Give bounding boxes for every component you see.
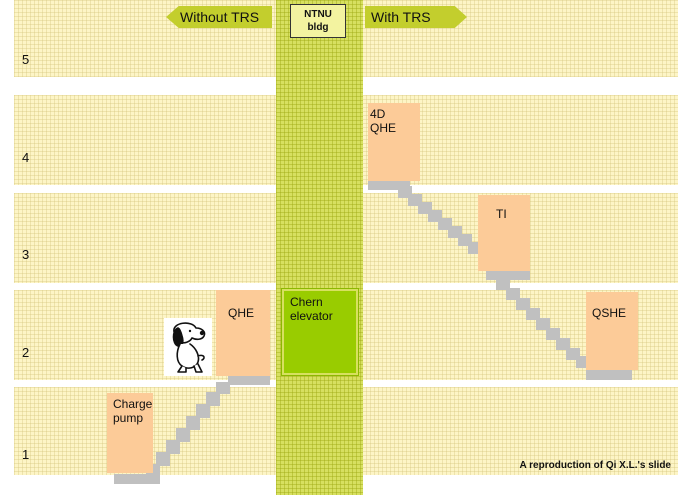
ti-box: TI — [478, 195, 530, 271]
without-trs-arrow: Without TRS — [166, 6, 272, 28]
qhe-label: QHE — [228, 306, 255, 320]
floor-number-5: 5 — [22, 52, 30, 67]
charge-pump-box: Charge pump — [107, 393, 153, 473]
snoopy-icon — [164, 318, 212, 376]
floor-number-4: 4 — [22, 150, 30, 165]
chern-elevator-box: Chern elevator — [281, 288, 359, 376]
floor-number-1: 1 — [22, 447, 30, 462]
with-trs-label: With TRS — [371, 9, 431, 25]
qhe-box: QHE — [216, 290, 270, 376]
with-trs-arrow: With TRS — [365, 6, 467, 28]
qhe-4d-label: 4D QHE — [370, 107, 397, 135]
qshe-label: QSHE — [592, 306, 627, 320]
building-label: NTNU bldg — [290, 4, 346, 38]
charge-pump-line2: pump — [113, 411, 144, 425]
floor-number-3: 3 — [22, 247, 30, 262]
qshe-box: QSHE — [586, 292, 638, 370]
qhe-4d-box: 4D QHE — [368, 103, 420, 181]
floor-number-2: 2 — [22, 345, 30, 360]
ti-label: TI — [496, 207, 507, 221]
building-column — [276, 0, 363, 495]
credit-text: A reproduction of Qi X.L.'s slide — [519, 460, 671, 471]
building-label-line2: bldg — [307, 22, 329, 33]
without-trs-label: Without TRS — [180, 9, 260, 25]
charge-pump-line1: Charge — [113, 397, 153, 411]
chern-line2: elevator — [290, 309, 333, 323]
chern-line1: Chern — [290, 295, 323, 309]
building-label-line1: NTNU — [304, 9, 332, 20]
